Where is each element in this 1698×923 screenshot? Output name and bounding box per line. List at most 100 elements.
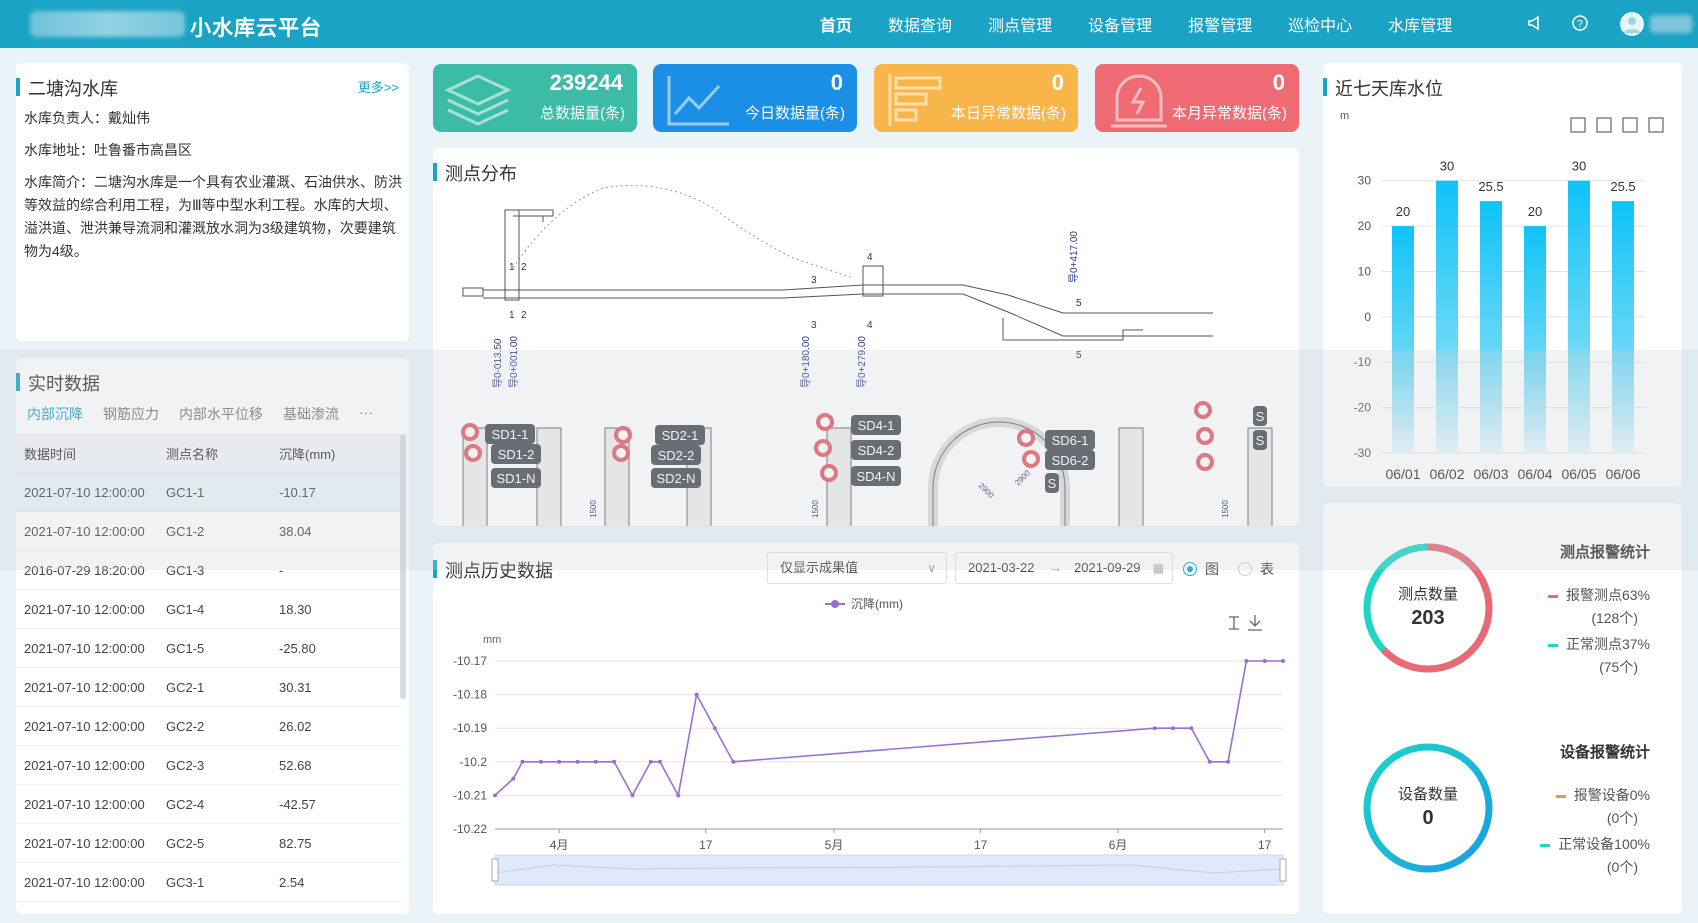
table-cell: 2021-07-10 12:00:00 xyxy=(24,757,145,773)
svg-text:?: ? xyxy=(1577,19,1583,30)
marker-badge[interactable] xyxy=(1045,430,1095,450)
point-alarm-legend: 报警测点63% xyxy=(1547,585,1650,605)
zoom-slider[interactable] xyxy=(494,854,1284,886)
megaphone-icon[interactable] xyxy=(1525,14,1545,34)
line-chart-icon[interactable] xyxy=(1622,117,1638,133)
nav-inspection-center[interactable]: 巡检中心 xyxy=(1288,18,1353,35)
marker-badge[interactable] xyxy=(491,444,541,464)
marker-badge[interactable] xyxy=(851,440,901,460)
nav-reservoir-management[interactable]: 水库管理 xyxy=(1388,18,1453,35)
location-pin-icon[interactable] xyxy=(1022,450,1040,468)
result-filter-select[interactable]: 仅显示成果值 ∨ xyxy=(767,552,947,584)
view-chart-radio[interactable]: 图 xyxy=(1183,559,1219,579)
marker-badge[interactable] xyxy=(655,425,705,445)
water-level-title: 近七天库水位 xyxy=(1323,75,1443,101)
marker-badge[interactable] xyxy=(1253,430,1267,450)
dam-profile-diagram: 1 2 1 2 3 3 4 4 5 5 导0-013.50 导0+001.00 … xyxy=(461,185,1273,526)
bar-value-label: 25.5 xyxy=(1610,179,1635,194)
restore-icon[interactable] xyxy=(1229,616,1239,630)
tabs-more[interactable]: ··· xyxy=(359,404,373,420)
nav-device-management[interactable]: 设备管理 xyxy=(1088,18,1153,35)
view-table-radio[interactable]: 表 xyxy=(1238,559,1274,579)
location-pin-icon[interactable] xyxy=(814,439,832,457)
nav-data-query[interactable]: 数据查询 xyxy=(888,18,953,35)
marker-badge[interactable] xyxy=(1045,450,1095,470)
data-point xyxy=(648,759,653,764)
bar xyxy=(1524,226,1546,453)
bar-chart-icon[interactable] xyxy=(1648,117,1664,133)
location-pin-icon[interactable] xyxy=(816,413,834,431)
legend-label[interactable]: 沉降(mm) xyxy=(851,597,903,611)
tab-rebar-stress[interactable]: 钢筋应力 xyxy=(103,406,159,422)
location-pin-icon[interactable] xyxy=(1017,429,1035,447)
data-point xyxy=(1171,726,1176,731)
app-title: 小水库云平台 xyxy=(190,17,322,40)
section-mark-4-bottom: 4 xyxy=(867,320,873,331)
date-range-picker[interactable]: 2021-03-22 → 2021-09-29 ▦ xyxy=(955,552,1173,584)
location-pin-icon[interactable] xyxy=(1196,427,1214,445)
zoom-reset-icon[interactable] xyxy=(1596,117,1612,133)
user-avatar-icon[interactable] xyxy=(1620,12,1644,36)
nav-point-management[interactable]: 测点管理 xyxy=(988,18,1053,35)
data-point xyxy=(1152,726,1157,731)
location-pin-icon[interactable] xyxy=(1196,453,1214,471)
data-point xyxy=(1189,726,1194,731)
nav-alarm-management[interactable]: 报警管理 xyxy=(1188,18,1253,35)
bar xyxy=(1480,201,1502,453)
point-alarm-title: 测点报警统计 xyxy=(1559,544,1650,561)
dim-3: 1500 xyxy=(1221,500,1230,518)
table-cell: -25.80 xyxy=(279,640,316,656)
location-pin-icon[interactable] xyxy=(612,444,630,462)
table-scrollbar[interactable] xyxy=(400,434,406,699)
location-pin-icon[interactable] xyxy=(461,423,479,441)
y-tick-label: -10.2 xyxy=(460,755,488,769)
tab-internal-displacement[interactable]: 内部水平位移 xyxy=(179,406,263,422)
device-count-value: 0 xyxy=(1422,807,1434,829)
zoom-icon[interactable] xyxy=(1570,117,1586,133)
y-tick-label: -10.22 xyxy=(453,822,487,836)
stat-month-abnormal-value: 0 xyxy=(1272,70,1285,95)
marker-badge[interactable] xyxy=(651,445,701,465)
zoom-handle-right[interactable] xyxy=(1279,858,1287,882)
stat-month-abnormal-label: 本月异常数据(条) xyxy=(1172,105,1287,122)
y-tick-label: 0 xyxy=(1364,310,1371,324)
marker-badge[interactable] xyxy=(1253,406,1267,426)
y-tick-label: 30 xyxy=(1358,174,1372,188)
help-icon[interactable]: ? xyxy=(1570,14,1590,34)
tab-foundation-seepage[interactable]: 基础渗流 xyxy=(283,406,339,422)
data-point xyxy=(575,759,580,764)
marker-badge[interactable] xyxy=(491,468,541,488)
marker-badge[interactable] xyxy=(851,415,901,435)
stat-day-abnormal: 0 本日异常数据(条) xyxy=(874,64,1078,132)
tab-internal-settlement[interactable]: 内部沉降 xyxy=(27,406,83,422)
more-link[interactable]: 更多>> xyxy=(357,80,399,95)
nav-home[interactable]: 首页 xyxy=(820,18,853,35)
table-cell: GC2-4 xyxy=(166,796,205,812)
blurred-username xyxy=(1650,15,1692,33)
download-icon[interactable] xyxy=(1248,615,1262,631)
location-pin-icon[interactable] xyxy=(1194,401,1212,419)
legend-dot xyxy=(831,600,839,608)
marker-badge[interactable] xyxy=(651,468,701,488)
point-count-label: 测点数量 xyxy=(1397,586,1458,603)
marker-badge[interactable] xyxy=(485,424,535,444)
zoom-handle-left[interactable] xyxy=(491,858,499,882)
location-pin-icon[interactable] xyxy=(464,444,482,462)
location-pin-icon[interactable] xyxy=(614,426,632,444)
y-tick-label: -10.17 xyxy=(453,654,487,668)
location-pin-icon[interactable] xyxy=(820,464,838,482)
marker-badge[interactable] xyxy=(1045,473,1059,493)
marker-badge[interactable] xyxy=(851,466,901,486)
